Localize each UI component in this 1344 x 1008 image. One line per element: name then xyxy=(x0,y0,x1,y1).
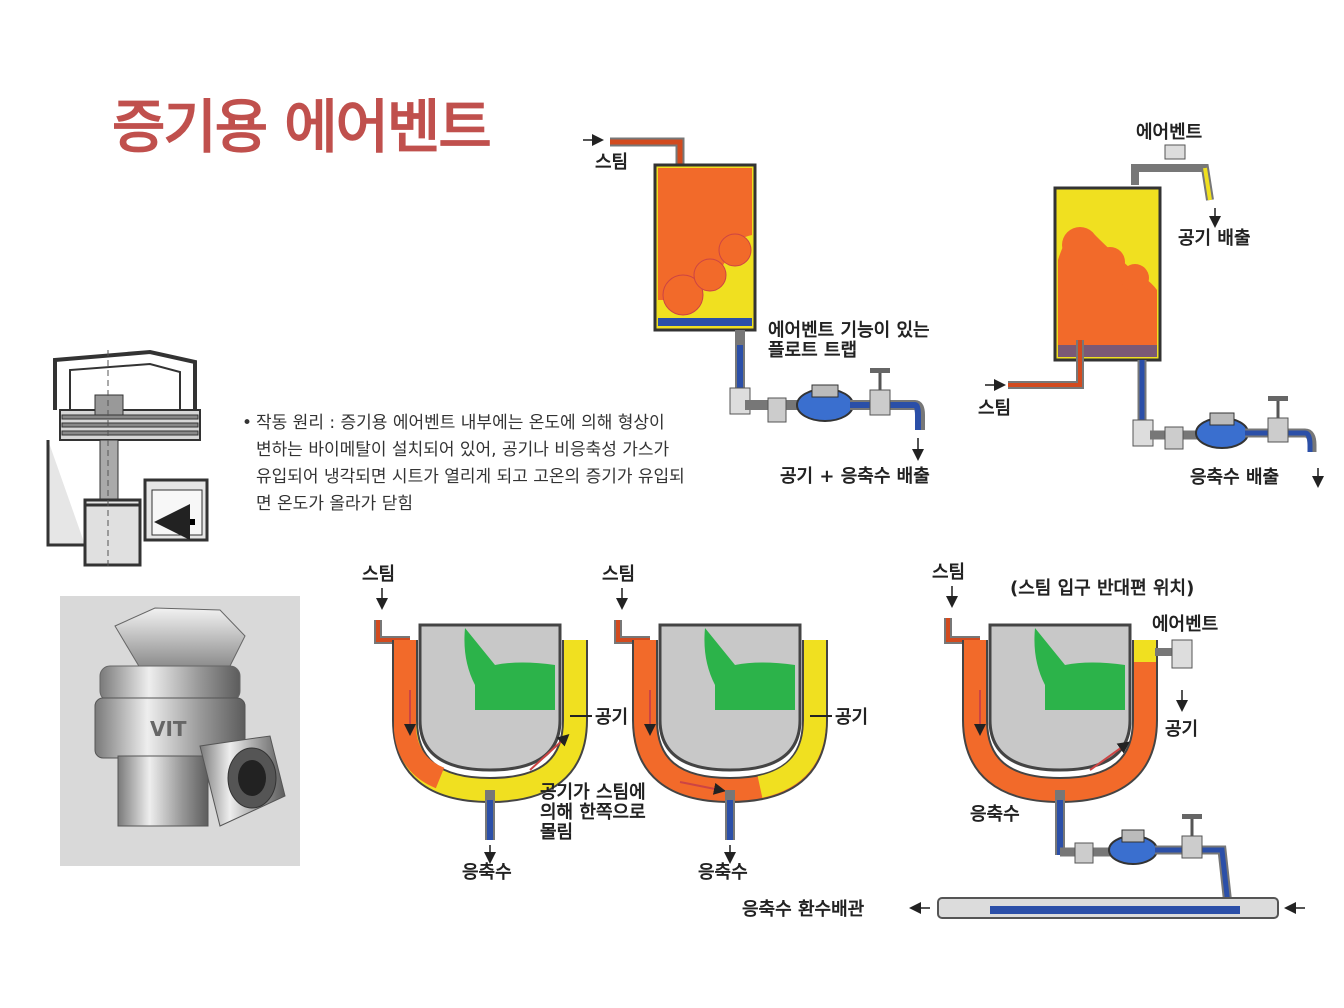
discharge-label: 공기 + 응축수 배출 xyxy=(780,466,930,487)
steam-label-1: 스팀 xyxy=(362,564,395,585)
diagram-trap-3: 스팀 (스팀 입구 반대편 위치) 에어벤트 공기 응축수 응축수 환수배관 xyxy=(742,562,1305,920)
air-vent-label: 에어벤트 xyxy=(1136,122,1202,143)
air-discharge-label: 공기 배출 xyxy=(1178,228,1251,249)
condensate-discharge-label: 응축수 배출 xyxy=(1190,467,1279,488)
steam-label-3: 스팀 xyxy=(932,562,965,583)
diagram-tank-air-vent: 에어벤트 공기 배출 스팀 응축수 배출 xyxy=(978,122,1318,488)
condensate-label-3: 응축수 xyxy=(970,804,1020,825)
steam-label-2: 스팀 xyxy=(602,564,635,585)
return-line-label: 응축수 환수배관 xyxy=(742,898,865,920)
air-vent-label-3: 에어벤트 xyxy=(1152,614,1218,635)
condensate-label-2: 응축수 xyxy=(698,862,748,883)
air-label-1: 공기 xyxy=(595,707,628,728)
trap-label-line2: 플로트 트랩 xyxy=(768,340,857,361)
trap-label-line1: 에어벤트 기능이 있는 xyxy=(768,320,930,341)
note-air-pushed: 공기가 스팀에 의해 한쪽으로 몰림 xyxy=(540,782,646,843)
diagram-trap-1: 스팀 공기 응축수 xyxy=(362,564,628,883)
air-vent-cross-section xyxy=(45,340,215,570)
steam-label: 스팀 xyxy=(595,152,628,173)
diagram-trap-2: 스팀 공기 응축수 xyxy=(602,564,868,883)
position-note: (스팀 입구 반대편 위치) xyxy=(1010,577,1194,599)
note-line2: 의해 한쪽으로 xyxy=(540,802,646,823)
air-label-2: 공기 xyxy=(835,707,868,728)
note-line3: 몰림 xyxy=(540,822,573,843)
condensate-label-1: 응축수 xyxy=(462,862,512,883)
air-label-3: 공기 xyxy=(1165,719,1198,740)
note-line1: 공기가 스팀에 xyxy=(540,782,646,803)
steam-label: 스팀 xyxy=(978,398,1011,419)
diagram-float-trap: 스팀 에어벤트 기능이 있는 플로트 트랩 공기 + 응축수 배출 xyxy=(583,140,930,487)
